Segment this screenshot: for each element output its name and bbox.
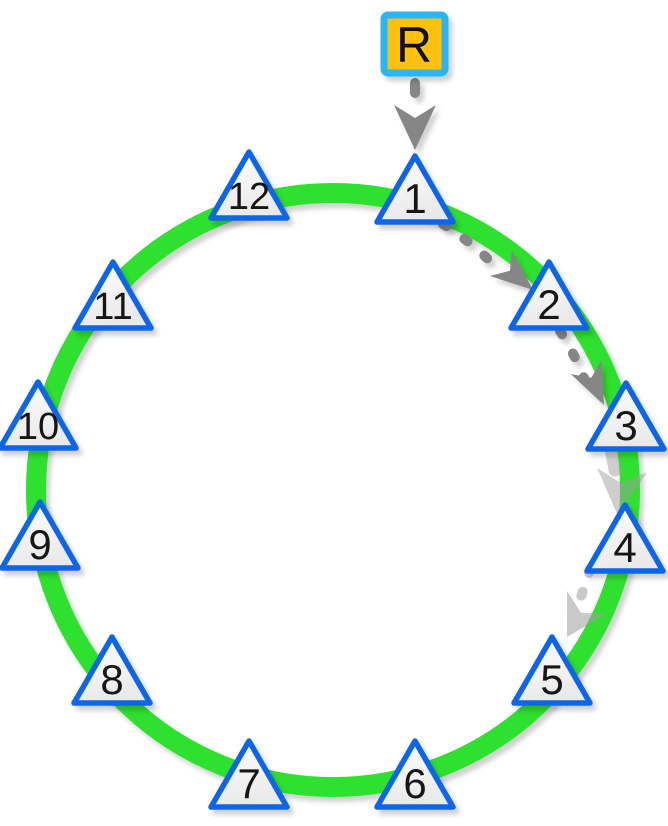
resource-square: [380, 11, 449, 77]
node-8: 8: [71, 634, 153, 706]
node-7: 7: [208, 738, 290, 810]
node-label: 9: [28, 521, 51, 568]
node-triangle: [584, 502, 666, 574]
node-triangle: [374, 153, 456, 225]
arrow-1-to-2: [438, 219, 533, 290]
resource-box: R: [380, 11, 449, 77]
node-2: 2: [508, 259, 590, 331]
node-triangle: [511, 634, 593, 706]
node-5: 5: [511, 634, 593, 706]
node-triangle: [585, 380, 667, 452]
node-triangle: [374, 738, 456, 810]
node-label: 7: [237, 760, 260, 807]
arrowhead: [597, 467, 647, 516]
node-label: 12: [228, 176, 270, 218]
node-label: 11: [93, 286, 132, 328]
node-triangle: [208, 149, 290, 221]
node-10: 10: [0, 379, 79, 451]
node-label: 6: [403, 760, 426, 807]
node-label: 2: [537, 281, 560, 328]
node-label: 3: [614, 402, 637, 449]
node-4: 4: [584, 502, 666, 574]
node-triangle: [0, 499, 81, 571]
node-label: 4: [613, 524, 636, 571]
node-triangle: [208, 738, 290, 810]
node-triangle: [508, 259, 590, 331]
arrow-shaft: [438, 219, 497, 268]
arrow-2-to-3: [555, 326, 604, 405]
node-6: 6: [374, 738, 456, 810]
arrow-r-to-1: [394, 78, 436, 150]
resource-label: R: [396, 17, 432, 73]
node-11: 11: [72, 259, 154, 331]
node-12: 12: [208, 149, 290, 221]
node-triangle: [71, 634, 153, 706]
arrowhead: [567, 590, 607, 637]
node-label: 8: [100, 656, 123, 703]
arrowhead: [489, 249, 533, 290]
arrowhead: [394, 105, 436, 150]
node-3: 3: [585, 380, 667, 452]
arrowhead: [570, 359, 604, 405]
node-label: 5: [540, 656, 563, 703]
node-triangle: [0, 379, 79, 451]
node-9: 9: [0, 499, 81, 571]
node-label: 10: [17, 406, 59, 448]
node-1: 1: [374, 153, 456, 225]
node-label: 1: [403, 175, 426, 222]
node-triangle: [72, 259, 154, 331]
